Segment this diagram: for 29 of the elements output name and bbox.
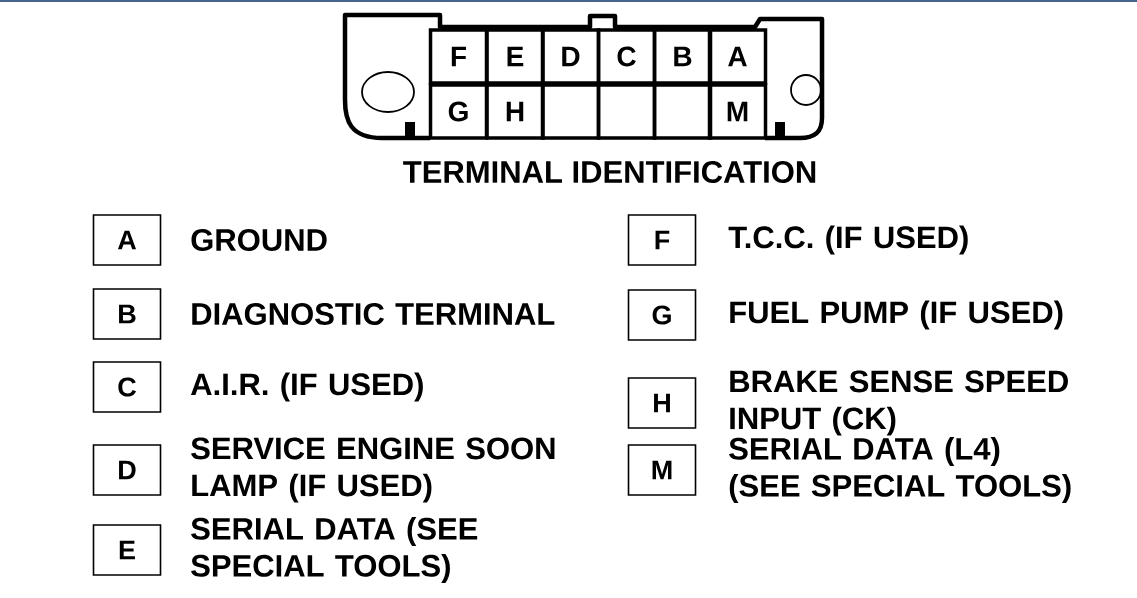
terminal-description: T.C.C. (IF USED) [728,225,968,255]
terminal-description: FUEL PUMP (IF USED) [730,300,1063,330]
terminal-cell: E [485,28,545,85]
terminal-description: DIAGNOSTIC TERMINAL [192,303,555,325]
terminal-letter-box: C [92,361,162,413]
terminal-cell: C [596,28,657,85]
terminal-cell: A [707,28,768,85]
terminal-description: SERIAL DATA (SEE SPECIAL TOOLS) [191,517,478,583]
terminal-cell: G [428,83,489,140]
empty-terminal-cell [652,83,713,140]
terminal-cell: B [652,28,713,85]
terminal-cell: M [707,83,768,140]
terminal-letter-box: G [627,289,697,341]
terminal-letter-box: B [92,288,162,340]
terminal-letter-box: M [627,444,697,496]
caption: TERMINAL IDENTIFICATION [403,161,816,183]
terminal-cell: H [485,83,545,140]
terminal-letter-box: H [627,377,697,429]
terminal-cell: F [428,28,489,85]
terminal-description: A.I.R. (IF USED) [190,372,423,402]
terminal-letter-box: F [627,214,697,266]
terminal-letter-box: A [92,214,162,266]
terminal-description: SERIAL DATA (L4) (SEE SPECIAL TOOLS) [729,437,1071,503]
terminal-description: GROUND [191,229,327,251]
terminal-description: SERVICE ENGINE SOON LAMP (IF USED) [191,437,555,503]
terminal-letter-box: D [92,444,162,496]
terminal-letter-box: E [92,524,162,576]
terminal-description: BRAKE SENSE SPEED INPUT (CK) [730,370,1068,436]
terminal-cell: D [540,28,601,85]
